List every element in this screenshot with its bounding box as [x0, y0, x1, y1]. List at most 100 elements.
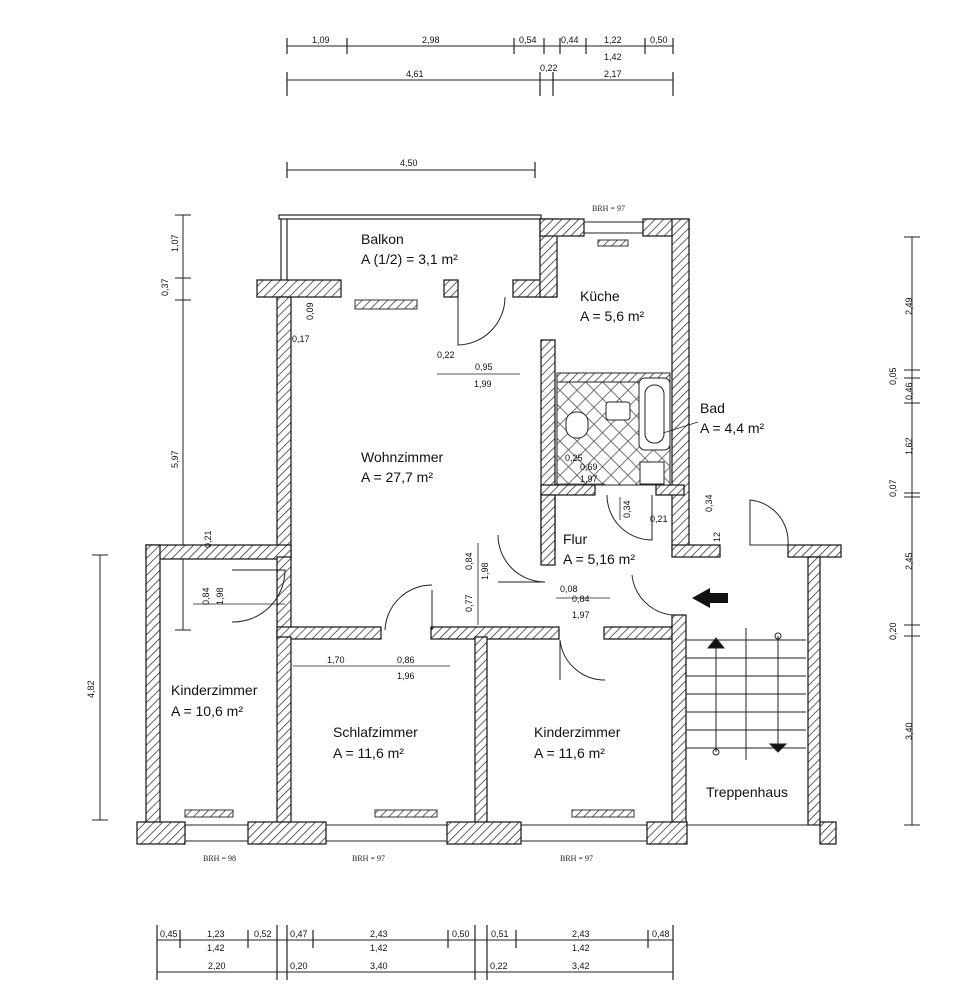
dim-bottom-row2-3: 3,40: [370, 961, 388, 971]
dim-bottom-3: 0,52: [254, 929, 272, 939]
brh-bottom-mid: BRH = 97: [352, 854, 385, 863]
room-kinderzimmer-right-area: A = 11,6 m²: [534, 745, 605, 761]
dim-top-2: 2,98: [422, 35, 440, 45]
dim-left-3: 5,97: [170, 450, 180, 468]
dimension-lines-bottom: [156, 925, 674, 980]
dim-right-3: 0,46: [904, 382, 914, 400]
room-kinderzimmer-left-name: Kinderzimmer: [171, 682, 258, 698]
windows: [185, 221, 820, 842]
dim-wz-door-b: 1,98: [480, 562, 490, 580]
room-kinderzimmer-left-area: A = 10,6 m²: [171, 703, 243, 719]
dim-flur-b: 0,21: [650, 514, 668, 524]
room-flur-name: Flur: [563, 531, 587, 547]
dimension-lines-right: [904, 236, 920, 826]
room-labels: Balkon A (1/2) = 3,1 m² Küche A = 5,6 m²…: [171, 231, 788, 800]
room-bad-area: A = 4,4 m²: [700, 420, 765, 436]
dim-bottom-9: 0,48: [652, 929, 670, 939]
dim-right-8: 3,40: [904, 722, 914, 740]
dimension-labels-left: 1,07 0,37 5,97 4,82: [86, 234, 180, 698]
dim-wz-d: 0,09: [305, 302, 315, 320]
dim-wz-b: 0,95: [475, 362, 493, 372]
dimension-lines-top: [286, 38, 674, 178]
interior-dimension-lines: [193, 373, 621, 667]
dim-balcony-width: 4,50: [400, 158, 418, 168]
dim-flur-a: 0,34: [622, 500, 632, 518]
room-wohnzimmer-area: A = 27,7 m²: [361, 469, 433, 485]
dim-bad-a: 0,25: [565, 453, 583, 463]
dim-bottom-sub-3: 1,42: [572, 943, 590, 953]
room-schlafzimmer-area: A = 11,6 m²: [333, 745, 404, 761]
entrance-arrow-icon: [692, 588, 728, 608]
dim-left-1: 1,07: [170, 234, 180, 252]
bad-leader-line: [662, 421, 699, 434]
dim-right-7: 0,20: [888, 622, 898, 640]
radiators: [184, 239, 635, 818]
staircase: [686, 628, 806, 760]
dim-kz-c: 1,98: [215, 587, 225, 605]
dim-wz-e: 0,17: [292, 334, 310, 344]
dim-top-row2-3: 2,17: [604, 69, 622, 79]
dim-right-2: 0,05: [888, 367, 898, 385]
dimension-labels-bottom: 0,45 1,23 0,52 0,47 2,43 0,50 0,51 2,43 …: [160, 929, 670, 971]
brh-bottom-left: BRH = 98: [203, 854, 236, 863]
dim-bottom-row2-2: 0,20: [290, 961, 308, 971]
dim-flur-c: 0,34: [704, 494, 714, 512]
dim-bottom-2: 1,23: [207, 929, 225, 939]
room-flur-area: A = 5,16 m²: [563, 551, 635, 567]
dim-top-3: 0,54: [519, 35, 537, 45]
dim-bottom-6: 0,50: [452, 929, 470, 939]
dim-sz-b: 0,86: [397, 655, 415, 665]
dimension-labels-right: 2,49 0,05 0,46 1,62 0,07 2,45 0,20 3,40: [888, 297, 914, 740]
dim-bottom-sub-1: 1,42: [207, 943, 225, 953]
dim-wz-a: 0,22: [437, 350, 455, 360]
room-kueche-name: Küche: [580, 288, 620, 304]
dim-left-lower: 4,82: [86, 680, 96, 698]
room-schlafzimmer-name: Schlafzimmer: [333, 724, 418, 740]
sill-height-labels: BRH = 97 BRH = 98 BRH = 97 BRH = 97: [203, 204, 625, 863]
dim-bottom-sub-2: 1,42: [370, 943, 388, 953]
dim-bottom-1: 0,45: [160, 929, 178, 939]
brh-top: BRH = 97: [592, 204, 625, 213]
room-kinderzimmer-right-name: Kinderzimmer: [534, 724, 621, 740]
balcony-outline: [278, 214, 542, 282]
dim-bottom-8: 2,43: [572, 929, 590, 939]
dim-top-row2-2: 0,22: [540, 63, 558, 73]
dim-kz-a: 0,21: [203, 530, 213, 548]
dim-top-sub: 1,42: [604, 52, 622, 62]
dim-top-5: 1,22: [604, 35, 622, 45]
room-balkon-name: Balkon: [361, 231, 404, 247]
dim-bottom-5: 2,43: [370, 929, 388, 939]
brh-bottom-right: BRH = 97: [560, 854, 593, 863]
dim-top-row2-1: 4,61: [406, 69, 424, 79]
doors: [231, 296, 789, 681]
room-balkon-area: A (1/2) = 3,1 m²: [361, 251, 458, 267]
dim-flur-door-c: 1,97: [572, 610, 590, 620]
dim-kz-b: 0,84: [201, 587, 211, 605]
bath-fixtures: [556, 372, 671, 486]
dim-wz-door-c: 0,77: [464, 594, 474, 612]
dim-flur-door-b: 0,84: [572, 594, 590, 604]
dim-flur-d: 12: [712, 532, 722, 542]
dim-flur-door-a: 0,08: [560, 584, 578, 594]
dim-bottom-row2-5: 3,42: [572, 961, 590, 971]
dim-right-6: 2,45: [904, 552, 914, 570]
room-treppenhaus-name: Treppenhaus: [706, 784, 788, 800]
dim-top-1: 1,09: [312, 35, 330, 45]
dim-bad-b: 0,69: [580, 462, 598, 472]
dim-top-4: 0,44: [561, 35, 579, 45]
room-wohnzimmer-name: Wohnzimmer: [361, 449, 444, 465]
dim-right-1: 2,49: [904, 297, 914, 315]
dim-bottom-4: 0,47: [290, 929, 308, 939]
dimension-labels-top: 1,09 2,98 0,54 0,44 1,22 0,50 1,42 4,61 …: [312, 35, 668, 168]
dim-bad-c: 1,97: [580, 474, 598, 484]
dim-sz-a: 1,70: [327, 655, 345, 665]
dim-bottom-row2-4: 0,22: [490, 961, 508, 971]
dim-left-2: 0,37: [160, 278, 170, 296]
dim-top-6: 0,50: [650, 35, 668, 45]
dim-right-4: 1,62: [904, 437, 914, 455]
dim-bottom-row2-1: 2,20: [208, 961, 226, 971]
dim-right-5: 0,07: [888, 479, 898, 497]
room-bad-name: Bad: [700, 400, 725, 416]
dimension-lines-left: [92, 214, 191, 821]
